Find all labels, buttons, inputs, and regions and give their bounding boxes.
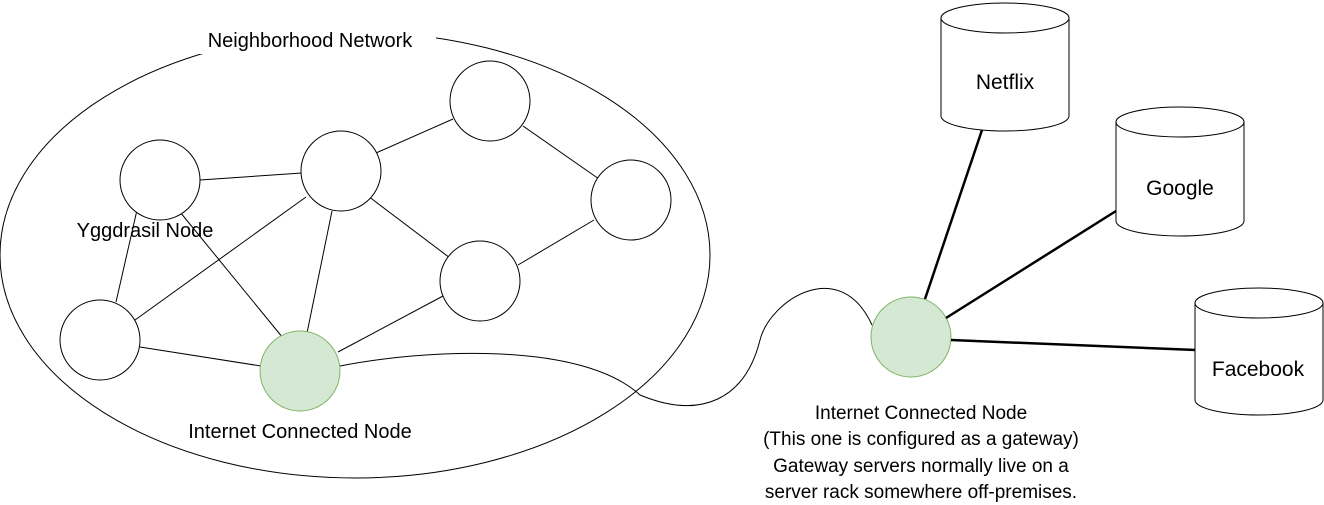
internet-node-label: Internet Connected Node [188,421,412,443]
mesh-link [517,219,595,266]
mesh-node [300,130,382,212]
service-facebook: Facebook [1194,287,1324,416]
mesh-node [119,139,201,221]
gateway-line-4: server rack somewhere off-premises. [765,482,1077,503]
mesh-node [590,159,672,241]
mesh-link [199,172,303,181]
service-label-facebook: Facebook [1212,358,1305,381]
mesh-link [367,195,451,259]
service-netflix: Netflix [940,2,1070,132]
network-label: Neighborhood Network [208,30,414,52]
service-label-netflix: Netflix [976,71,1035,94]
gateway-line-3: Gateway servers normally live on a [773,456,1069,477]
mesh-node [59,299,141,381]
cylinder-top [1115,106,1245,138]
cylinder-body [1194,303,1324,416]
gateway-line-1: Internet Connected Node [815,403,1027,424]
mesh-link [179,211,284,339]
network-label-bg [184,26,436,54]
link-google [945,209,1117,320]
mesh-link [134,196,307,321]
service-google: Google [1115,106,1245,237]
service-links [923,129,1197,352]
gateway-description: Internet Connected Node (This one is con… [763,403,1079,503]
mesh-nodes [59,60,672,381]
internet-connected-node [259,330,341,412]
mesh-node [439,240,521,322]
cylinder-body [940,18,1070,132]
gateway-node [870,296,952,378]
cylinder-top [1194,287,1324,319]
mesh-node [449,60,531,142]
link-netflix [923,129,984,300]
mesh-link [375,118,454,154]
link-facebook [950,338,1197,352]
yggdrasil-node-label: Yggdrasil Node [77,220,214,242]
gateway-link [339,288,873,407]
service-label-google: Google [1146,177,1214,200]
neighborhood-boundary [0,31,711,479]
mesh-link [337,295,444,353]
cylinder-top [940,2,1070,34]
cylinder-body [1115,122,1245,237]
gateway-line-2: (This one is configured as a gateway) [763,429,1079,450]
mesh-link [522,125,600,180]
mesh-link [139,346,262,367]
mesh-link [115,209,138,303]
mesh-link [306,210,333,334]
mesh-links [115,118,600,367]
